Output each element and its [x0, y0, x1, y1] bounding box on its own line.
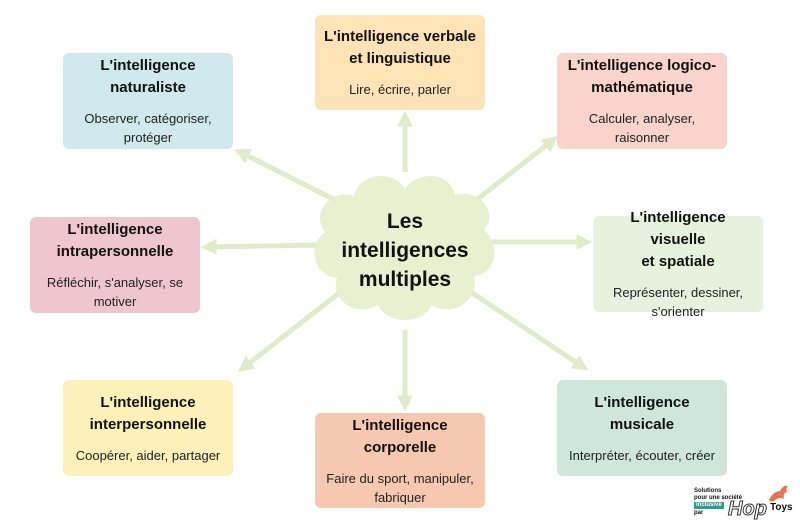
center-title-line-2: intelligences	[341, 238, 469, 262]
interpersonnelle-desc-line-1: Coopérer, aider, partager	[75, 447, 221, 463]
intrapersonnelle-title-line-1: L'intelligence	[67, 221, 163, 238]
naturaliste-title-line-1: L'intelligence	[100, 57, 196, 74]
arrow-to-musicale	[466, 287, 589, 371]
logo-line-2: pour une société	[694, 495, 743, 501]
arrow-to-intrapersonnelle	[200, 238, 323, 255]
box-intrapersonnelle: L'intelligence intrapersonnelle Réfléchi…	[30, 217, 200, 313]
musicale-desc-line-1: Interpréter, écouter, créer	[569, 447, 715, 463]
hoptoys-logo: Solutions pour une société inclusive par…	[694, 485, 794, 524]
box-musicale: L'intelligence musicale Interpréter, éco…	[557, 380, 727, 476]
visuelle-title-line-1: L'intelligence visuelle	[630, 209, 726, 248]
arrow-to-naturaliste	[234, 149, 347, 208]
box-visuelle-spatiale: L'intelligence visuelle et spatiale Repr…	[593, 209, 763, 319]
box-naturaliste: L'intelligence naturaliste Observer, cat…	[63, 53, 233, 149]
logo-brand-hop: Hop	[728, 498, 768, 521]
verbale-desc-line-1: Lire, écrire, parler	[349, 82, 451, 97]
logo-line-1: Solutions	[694, 488, 722, 494]
logico-desc-line-1: Calculer, analyser,	[588, 111, 696, 126]
corporelle-title-line-2: corporelle	[363, 438, 437, 456]
intrapersonnelle-desc-line-1: Réfléchir, s'analyser, se	[46, 275, 184, 290]
center-title: Les intelligences multiples	[330, 205, 480, 295]
corporelle-desc-line-2: fabriquer	[374, 489, 426, 505]
arrow-to-logico	[468, 136, 559, 207]
center-cloud-shape	[314, 175, 495, 320]
musicale-title-line-1: L'intelligence	[594, 393, 690, 411]
box-interpersonnelle: L'intelligence interpersonnelle Coopérer…	[63, 380, 233, 476]
logico-title-line-1: L'intelligence logico-	[567, 57, 717, 74]
corporelle-title-line-1: L'intelligence	[352, 416, 448, 434]
logico-title-line-2: mathématique	[591, 79, 693, 96]
logico-desc-line-2: raisonner	[614, 130, 670, 145]
logo-line-3: inclusive	[694, 502, 724, 509]
kangaroo-icon	[769, 485, 788, 502]
intrapersonnelle-title-line-2: intrapersonnelle	[56, 243, 174, 260]
arrow-to-interpersonnelle	[237, 288, 345, 372]
visuelle-desc-line-1: Représenter, dessiner,	[612, 285, 744, 300]
box-corporelle: L'intelligence corporelle Faire du sport…	[315, 413, 485, 508]
naturaliste-title-line-2: naturaliste	[110, 79, 186, 96]
box-logico-mathematique: L'intelligence logico- mathématique Calc…	[557, 53, 727, 149]
visuelle-title-line-2: et spatiale	[641, 253, 715, 270]
intrapersonnelle-desc-line-2: motiver	[93, 294, 137, 309]
corporelle-desc-line-1: Faire du sport, manipuler,	[326, 470, 474, 486]
center-title-line-1: Les	[386, 209, 424, 233]
musicale-title-line-2: musicale	[609, 415, 675, 433]
verbale-title-line-1: L'intelligence verbale	[324, 28, 476, 45]
naturaliste-desc-line-1: Observer, catégoriser,	[84, 111, 212, 126]
logo-brand-toys: Toys	[770, 502, 793, 513]
interpersonnelle-title-line-1: L'intelligence	[100, 393, 196, 411]
visuelle-desc-line-2: s'orienter	[651, 304, 705, 319]
logo-line-4: par	[694, 510, 704, 516]
center-title-line-3: multiples	[358, 267, 452, 291]
naturaliste-desc-line-2: protéger	[123, 130, 173, 145]
box-verbale: L'intelligence verbale et linguistique L…	[315, 15, 485, 110]
interpersonnelle-title-line-2: interpersonnelle	[89, 415, 207, 433]
verbale-title-line-2: et linguistique	[349, 50, 451, 67]
